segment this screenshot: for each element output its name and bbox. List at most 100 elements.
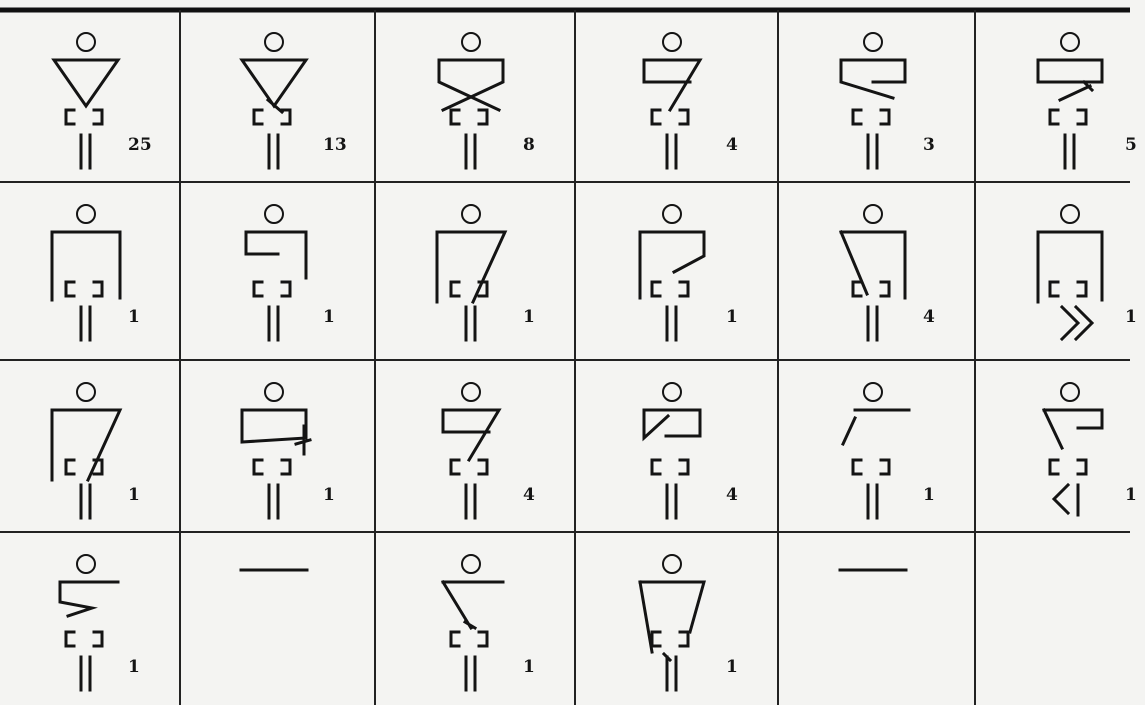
figure-cell: 1: [52, 383, 140, 518]
figure-torso: [1038, 232, 1102, 302]
figure-torso: [640, 232, 704, 298]
figure-cell: 5: [1038, 33, 1137, 168]
figure-hips: [66, 632, 102, 646]
figure-count: 1: [523, 307, 535, 327]
figure-head: [265, 33, 283, 51]
figure-head: [1061, 383, 1079, 401]
figure-hips: [66, 282, 102, 296]
figure-torso: [1038, 60, 1102, 100]
figure-count: 3: [923, 135, 935, 155]
figure-cell: 1: [443, 555, 535, 690]
figure-head: [663, 205, 681, 223]
figure-legs: [81, 135, 90, 168]
figure-torso: [443, 410, 499, 460]
figure-head: [663, 33, 681, 51]
figure-count: 1: [923, 485, 935, 505]
figure-cell: 1: [246, 205, 335, 340]
figure-torso: [246, 232, 306, 278]
figure-legs: [868, 485, 877, 518]
figure-legs: [81, 307, 90, 340]
figure-count: 8: [523, 135, 535, 155]
figure-hips: [652, 282, 688, 296]
figure-hips: [652, 460, 688, 474]
figure-torso: [443, 582, 503, 628]
figure-head: [462, 383, 480, 401]
figure-cell: 1: [1044, 383, 1137, 515]
figure-cell: 8: [439, 33, 535, 168]
figure-torso: [843, 410, 909, 444]
figure-head: [462, 205, 480, 223]
figure-head: [864, 205, 882, 223]
figure-hips: [254, 460, 290, 474]
figure-cell: 4: [644, 383, 738, 518]
figure-torso: [60, 582, 118, 616]
figure-torso: [644, 60, 700, 110]
figure-legs: [269, 307, 278, 340]
figure-legs: [269, 485, 278, 518]
figure-torso: [242, 60, 306, 112]
figure-cell: 1: [640, 555, 738, 690]
figure-cell: 1: [437, 205, 535, 340]
figure-cell: 13: [242, 33, 347, 168]
figure-head: [864, 383, 882, 401]
figure-hips: [254, 110, 290, 124]
figure-count: 1: [1125, 307, 1137, 327]
figure-hips: [853, 110, 889, 124]
figure-count: 5: [1125, 135, 1137, 155]
figure-hips: [254, 282, 290, 296]
figure-legs: [667, 657, 676, 690]
grid-lines: [0, 10, 1130, 705]
figure-legs: [466, 135, 475, 168]
figure-count: 4: [523, 485, 535, 505]
figure-head: [1061, 205, 1079, 223]
figure-legs-alt: [1054, 485, 1078, 515]
figure-count: 1: [726, 307, 738, 327]
figure-cell: 4: [841, 205, 935, 340]
figure-legs: [1065, 135, 1074, 168]
figure-cell: 3: [841, 33, 935, 168]
figure-count: 13: [323, 135, 347, 155]
figure-torso: [242, 410, 310, 454]
figure-count: 1: [523, 657, 535, 677]
figure-hips: [652, 632, 688, 646]
figure-torso: [841, 60, 905, 98]
figure-count: 1: [1125, 485, 1137, 505]
figure-hips: [451, 110, 487, 124]
figure-torso: [841, 232, 905, 298]
figure-torso: [1044, 410, 1102, 448]
figure-count: 4: [726, 485, 738, 505]
figure-hips: [451, 460, 487, 474]
figure-head: [462, 555, 480, 573]
figure-legs: [868, 135, 877, 168]
figure-legs: [81, 657, 90, 690]
figure-head: [462, 33, 480, 51]
figure-hips: [451, 632, 487, 646]
figure-legs: [466, 657, 475, 690]
figure-head: [77, 33, 95, 51]
figure-head: [864, 33, 882, 51]
figure-hips: [66, 110, 102, 124]
figure-hips: [1050, 282, 1086, 296]
figure-head: [663, 383, 681, 401]
figure-count: 4: [726, 135, 738, 155]
figure-cell: 1: [242, 383, 335, 518]
figure-hips: [853, 282, 889, 296]
figure-count: 1: [323, 307, 335, 327]
figure-legs: [667, 307, 676, 340]
figure-legs: [466, 307, 475, 340]
figure-count: 1: [128, 307, 140, 327]
figure-torso: [52, 232, 120, 300]
figure-hips: [853, 460, 889, 474]
figure-cell: 1: [1038, 205, 1137, 339]
figure-count: 1: [128, 485, 140, 505]
figure-count: 1: [128, 657, 140, 677]
figure-head: [1061, 33, 1079, 51]
figure-head: [77, 383, 95, 401]
figure-torso: [437, 232, 505, 302]
figure-cell: 25: [54, 33, 152, 168]
figure-legs: [81, 485, 90, 518]
figure-count: 4: [923, 307, 935, 327]
figure-count: 1: [726, 657, 738, 677]
figure-legs: [667, 135, 676, 168]
